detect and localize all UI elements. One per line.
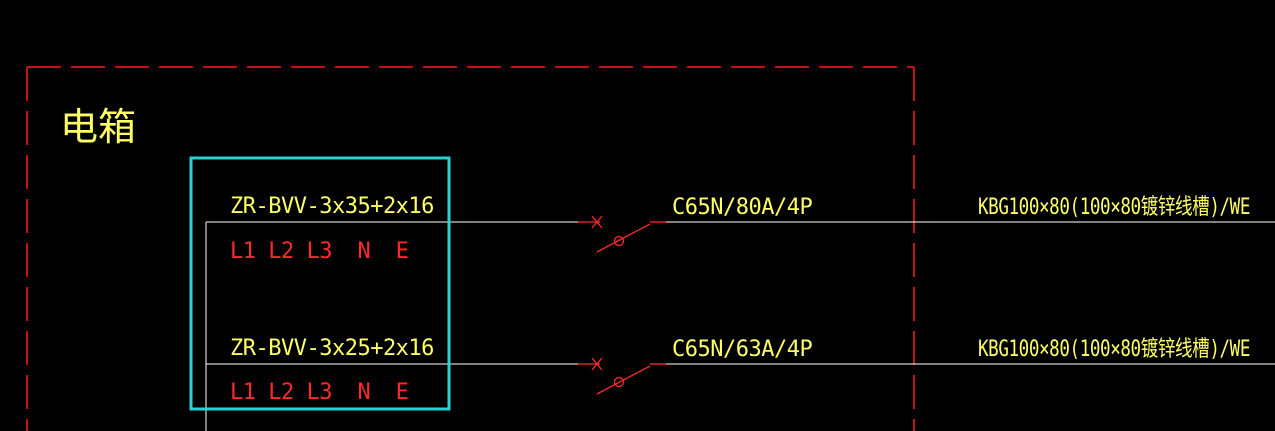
circuit-1-phase-labels: L1 L2 L3 N E (230, 239, 408, 264)
circuit-2-phase-labels: L1 L2 L3 N E (230, 380, 408, 405)
circuit-2-cable-spec: ZR-BVV-3x25+2x16 (230, 336, 434, 361)
circuit-1-cable-spec: ZR-BVV-3x35+2x16 (230, 194, 434, 219)
circuit-2-breaker-symbol (578, 357, 666, 395)
circuit-1-breaker-label: C65N/80A/4P (672, 195, 812, 220)
circuit-1-conduit-label: KBG100×80(100×80镀锌线槽)/WE (978, 195, 1250, 220)
enclosure-boundary (26, 66, 915, 431)
circuit-1-breaker-symbol (578, 215, 666, 253)
circuit-row-2: ZR-BVV-3x25+2x16 L1 L2 L3 N E C65N/63A/4… (206, 336, 1275, 405)
circuit-2-conduit-label: KBG100×80(100×80镀锌线槽)/WE (978, 337, 1250, 362)
enclosure-title: 电箱 (60, 105, 136, 149)
circuit-row-1: ZR-BVV-3x35+2x16 L1 L2 L3 N E C65N/80A/4… (206, 194, 1275, 264)
circuit-2-breaker-label: C65N/63A/4P (672, 337, 812, 362)
selection-highlight-box[interactable] (189, 156, 451, 411)
